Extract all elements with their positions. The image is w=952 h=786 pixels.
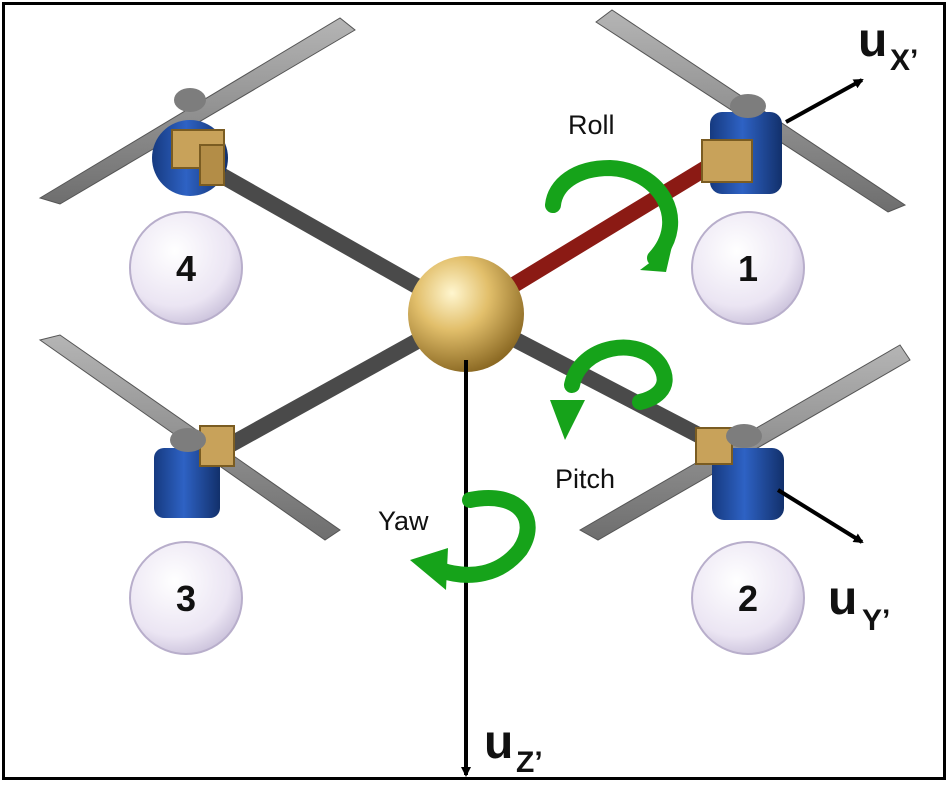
motor-number: 2 [738, 578, 758, 619]
rotor-assembly-1 [595, 9, 907, 213]
motor-label-2: 2 [691, 541, 805, 655]
axis-subscript: Y’ [862, 604, 890, 637]
motor-bracket [695, 427, 733, 465]
x-axis-arrow [785, 78, 864, 124]
central-hub [408, 256, 524, 372]
motor-body [712, 448, 784, 520]
y-axis-arrow [776, 488, 864, 544]
y-axis-label: u Y’ [828, 572, 890, 637]
motor-label-1: 1 [691, 211, 805, 325]
propeller-blade [38, 17, 356, 205]
motor-number: 1 [738, 248, 758, 289]
motor-label-4: 4 [129, 211, 243, 325]
axis-symbol: u [828, 572, 857, 625]
rotor-assembly-2 [578, 344, 911, 541]
roll-label: Roll [568, 110, 615, 140]
motor-number: 3 [176, 578, 196, 619]
axis-subscript: X’ [890, 44, 918, 77]
rotor-assembly-4 [38, 17, 356, 205]
body-axes [461, 78, 864, 777]
roll-rotation-arrow [545, 159, 679, 272]
x-axis-label: u X’ [858, 14, 918, 77]
yaw-label: Yaw [378, 506, 429, 536]
yaw-rotation-arrow [410, 490, 536, 590]
rotor-assembly-3 [38, 334, 341, 541]
axis-symbol: u [484, 716, 513, 769]
z-axis-label: u Z’ [484, 716, 543, 779]
motor-label-3: 3 [129, 541, 243, 655]
pitch-rotation-arrow [550, 339, 673, 440]
motor-number: 4 [176, 248, 196, 289]
pitch-label: Pitch [555, 464, 615, 494]
axis-symbol: u [858, 14, 887, 67]
motor-bracket [701, 139, 753, 183]
motor-bracket [199, 425, 235, 467]
axis-subscript: Z’ [516, 746, 543, 779]
